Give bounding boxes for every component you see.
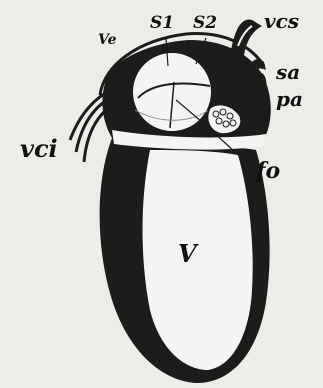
label-vcs: vcs [264, 9, 299, 33]
label-s2: S2 [193, 13, 217, 33]
label-vci: vci [20, 134, 58, 163]
label-pa: pa [276, 87, 303, 111]
label-ve: Ve [98, 32, 117, 48]
label-v: V [178, 239, 199, 268]
label-sa: sa [275, 60, 300, 84]
vena-cava-inferior [70, 94, 106, 162]
label-s1: S1 [150, 13, 174, 33]
label-fo: fo [254, 158, 280, 184]
